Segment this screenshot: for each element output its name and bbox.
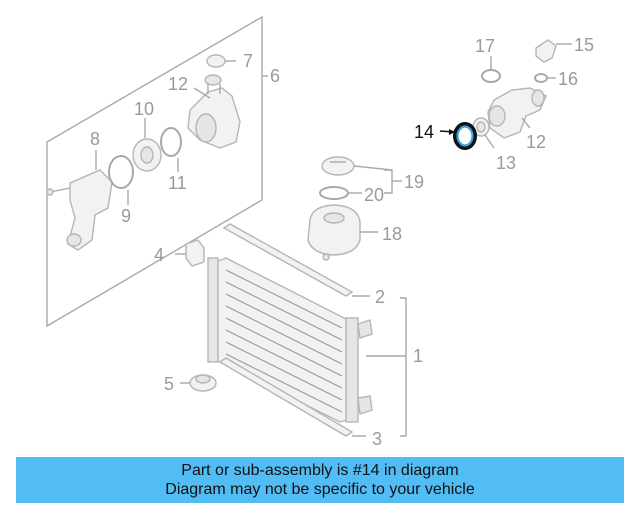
part-5-grommet	[180, 374, 217, 392]
part-20-o-ring	[319, 186, 362, 200]
callout-13: 13	[496, 153, 516, 173]
part-15-sensor	[535, 39, 572, 63]
part-7-cap	[206, 54, 236, 68]
callout-6: 6	[270, 66, 280, 86]
thermostat-housing-panel	[46, 15, 268, 328]
part-10-thermostat	[132, 118, 162, 172]
callout-9: 9	[121, 206, 131, 226]
part-19-bracket	[384, 169, 402, 194]
callout-15: 15	[574, 35, 594, 55]
part-info-banner: Part or sub-assembly is #14 in diagram D…	[16, 457, 624, 503]
part-13-seal	[472, 117, 495, 149]
callout-4: 4	[154, 245, 164, 265]
callout-10: 10	[134, 99, 154, 119]
part-18-expansion-tank	[307, 204, 378, 261]
part-11-seal	[160, 127, 182, 172]
part-12-thermostat-housing-left	[187, 74, 241, 149]
part-19-cap	[321, 156, 393, 176]
callout-12-left: 12	[168, 74, 188, 94]
part-17-gasket	[481, 56, 501, 83]
callout-20: 20	[364, 185, 384, 205]
part-8-coolant-pipe	[46, 150, 113, 251]
callout-18: 18	[382, 224, 402, 244]
callout-11: 11	[168, 173, 187, 193]
part-9-o-ring	[108, 155, 134, 205]
callout-16: 16	[558, 69, 578, 89]
callout-14: 14	[414, 122, 434, 142]
callout-2: 2	[375, 287, 385, 307]
caption-line-1: Part or sub-assembly is #14 in diagram	[181, 462, 459, 479]
callout-8: 8	[90, 129, 100, 149]
part-16-clip	[534, 73, 556, 83]
part-1-radiator	[207, 257, 407, 437]
callout-17: 17	[475, 36, 495, 56]
callout-3: 3	[372, 429, 382, 449]
part-3-seal-strip	[218, 357, 366, 437]
part-4-mount	[175, 239, 205, 267]
callout-1: 1	[413, 346, 423, 366]
part-12-thermostat-housing-right	[487, 87, 547, 139]
part-2-seal-strip	[222, 223, 370, 297]
callout-7: 7	[243, 51, 253, 71]
part-14-gasket-highlighted	[439, 122, 477, 150]
callout-19: 19	[404, 172, 424, 192]
caption-line-2: Diagram may not be specific to your vehi…	[165, 481, 475, 498]
callout-12-right: 12	[526, 132, 546, 152]
callout-5: 5	[164, 374, 174, 394]
